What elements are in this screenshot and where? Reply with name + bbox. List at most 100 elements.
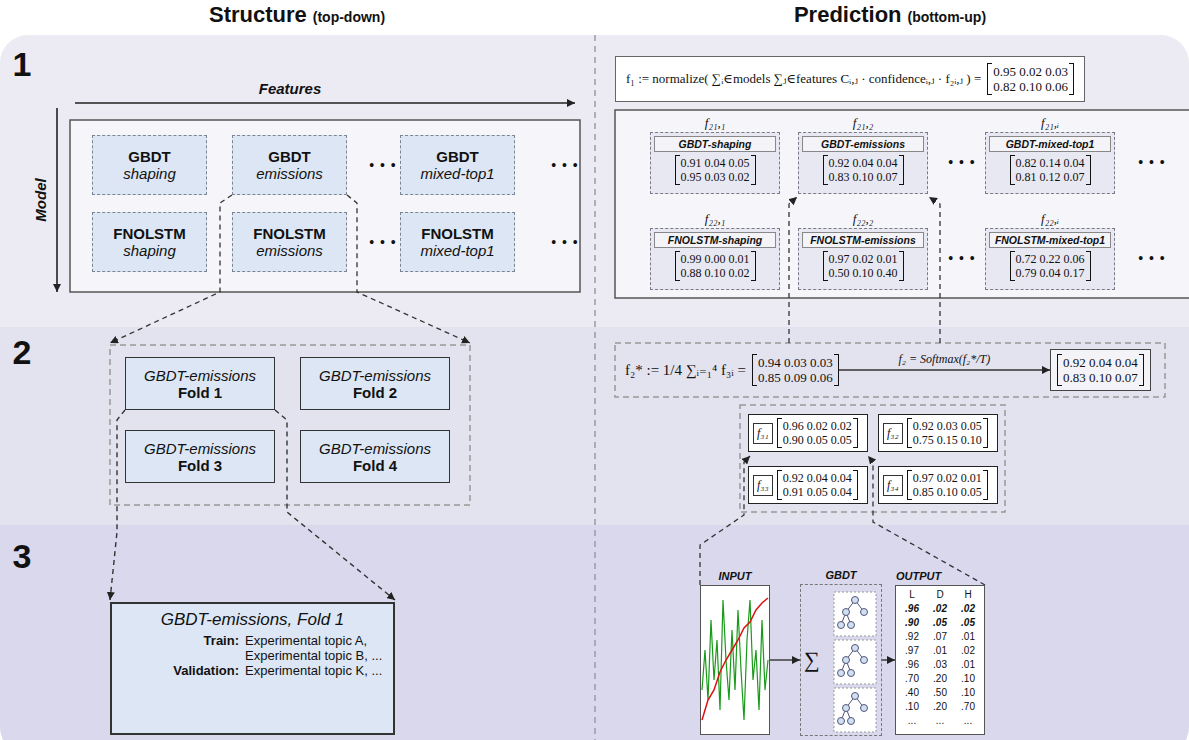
prediction-card: f₂₂,₁FNOLSTM-shaping0.99 0.00 0.010.88 0… — [650, 228, 780, 290]
matrix-row: 0.92 0.04 0.04 — [829, 156, 898, 170]
model-name: FNOLSTM — [113, 225, 186, 242]
table-cell: .96 — [900, 602, 924, 616]
connector — [882, 660, 895, 661]
result-box: 0.92 0.04 0.040.83 0.10 0.07 — [1050, 349, 1151, 391]
feature-name: emissions — [256, 165, 323, 182]
matrix-row: 0.90 0.05 0.05 — [783, 433, 852, 447]
ellipsis: • • • — [551, 157, 578, 173]
prediction-card: f₂₂,ᵢFNOLSTM-mixed-top10.72 0.22 0.060.7… — [985, 228, 1115, 290]
matrix-row: 0.72 0.22 0.06 — [1016, 252, 1085, 266]
matrix-row: 0.85 0.10 0.05 — [913, 485, 982, 499]
feature-name: mixed-top1 — [420, 165, 494, 182]
matrix: 0.82 0.14 0.040.81 0.12 0.07 — [1010, 155, 1091, 185]
fold-box: GBDT-emissionsFold 4 — [300, 430, 450, 483]
card-header: GBDT-emissions — [802, 136, 924, 152]
split-name: Validation: — [122, 663, 239, 678]
stage-label: OUTPUT — [896, 570, 941, 582]
row-number: 2 — [13, 333, 32, 372]
table-cell: .92 — [900, 630, 924, 644]
tree-icon — [834, 688, 876, 732]
matrix: 0.72 0.22 0.060.79 0.04 0.17 — [1010, 251, 1091, 281]
matrix-row: 0.82 0.10 0.06 — [993, 79, 1068, 94]
fold-output-box: f₃₁0.96 0.02 0.020.90 0.05 0.05 — [748, 414, 868, 452]
table-cell: .10 — [956, 672, 980, 686]
gbdt-box: GBDT∑ — [800, 584, 882, 736]
ellipsis: • • • — [551, 234, 578, 250]
matrix-row: 0.95 0.02 0.03 — [993, 64, 1068, 79]
matrix: 0.92 0.03 0.050.75 0.15 0.10 — [907, 418, 988, 448]
table-cell: .70 — [900, 672, 924, 686]
card-symbol: f₂₁,₂ — [853, 115, 873, 131]
formula-text: f₂* := 1/4 ∑ᵢ₌₁⁴ f₃ᵢ = — [625, 361, 746, 379]
row-number: 3 — [13, 537, 32, 576]
card-header: FNOLSTM-emissions — [802, 232, 924, 248]
sum-symbol: ∑ — [804, 647, 820, 673]
axis-label: Features — [259, 80, 322, 97]
fold-name: Fold 3 — [178, 457, 222, 474]
matrix-row: 0.91 0.04 0.05 — [681, 156, 750, 170]
ellipsis: • • • — [948, 250, 975, 266]
table-cell: .01 — [928, 644, 952, 658]
table-cell: .02 — [928, 602, 952, 616]
split-name: Train: — [122, 633, 239, 663]
input-chart: INPUT — [700, 585, 770, 735]
zoom-line — [929, 197, 940, 343]
model-name: GBDT-emissions — [319, 367, 431, 384]
connector-line — [110, 410, 125, 600]
table-cell: H — [956, 588, 980, 602]
fold-name: Fold 1 — [178, 384, 222, 401]
row-bands — [0, 35, 1189, 740]
grid-frame — [70, 120, 580, 292]
model-name: FNOLSTM — [421, 225, 494, 242]
table-cell: .02 — [956, 644, 980, 658]
card-symbol: f₂₂,₂ — [853, 211, 873, 227]
fold-symbol: f₃₁ — [753, 423, 773, 444]
axis-arrow — [75, 102, 575, 104]
card-symbol: f₂₁,ᵢ — [1041, 115, 1059, 131]
probability-table: LDH.96.02.02.90.05.05.92.07.01.97.01.02.… — [900, 588, 980, 728]
matrix-row: 0.50 0.10 0.40 — [829, 266, 898, 280]
table-cell: L — [900, 588, 924, 602]
feature-name: mixed-top1 — [420, 242, 494, 259]
matrix: 0.99 0.00 0.010.88 0.10 0.02 — [675, 251, 756, 281]
model-box: FNOLSTMshaping — [92, 212, 207, 272]
prediction-card: f₂₁,₂GBDT-emissions0.92 0.04 0.040.83 0.… — [798, 132, 928, 194]
table-cell: .20 — [928, 700, 952, 714]
card-symbol: f₂₁,₁ — [705, 115, 725, 131]
matrix-row: 0.79 0.04 0.17 — [1016, 266, 1085, 280]
matrix: 0.97 0.02 0.010.85 0.10 0.05 — [907, 470, 988, 500]
table-cell: ... — [900, 714, 924, 728]
tree-icon — [834, 640, 876, 684]
table-cell: .70 — [956, 700, 980, 714]
matrix-row: 0.81 0.12 0.07 — [1016, 170, 1085, 184]
fold-box: GBDT-emissionsFold 2 — [300, 357, 450, 410]
connector-line — [882, 659, 895, 660]
matrix-row: 0.92 0.04 0.04 — [1063, 355, 1138, 370]
chart-ground — [700, 585, 770, 735]
table-cell: .97 — [900, 644, 924, 658]
fold-group — [110, 345, 470, 505]
model-box: GBDTmixed-top1 — [400, 135, 515, 195]
table-cell: .05 — [956, 616, 980, 630]
matrix-row: 0.94 0.03 0.03 — [758, 355, 833, 370]
split-topics: Experimental topic K, ... — [245, 663, 383, 678]
formula-box: f₁ := normalize( ∑ᵢ∈models ∑ⱼ∈features C… — [615, 56, 1085, 102]
split-topics: Experimental topic A, Experimental topic… — [245, 633, 383, 663]
matrix: 0.91 0.04 0.050.95 0.03 0.02 — [675, 155, 756, 185]
fold-name: Fold 2 — [353, 384, 397, 401]
connector — [770, 660, 800, 661]
ellipsis: • • • — [369, 234, 396, 250]
matrix: 0.94 0.03 0.030.85 0.09 0.06 — [752, 354, 839, 386]
split-list: Train:Experimental topic A, Experimental… — [122, 633, 383, 678]
card-header: GBDT-shaping — [654, 136, 776, 152]
connector-line — [839, 369, 1050, 370]
feature-name: shaping — [123, 165, 176, 182]
matrix-row: 0.97 0.02 0.01 — [913, 471, 982, 485]
table-cell: .90 — [900, 616, 924, 630]
model-name: GBDT — [436, 148, 479, 165]
matrix-row: 0.97 0.02 0.01 — [829, 252, 898, 266]
output-table: OUTPUTLDH.96.02.02.90.05.05.92.07.01.97.… — [895, 585, 985, 735]
matrix: 0.92 0.04 0.040.91 0.05 0.04 — [777, 470, 858, 500]
table-cell: ... — [928, 714, 952, 728]
